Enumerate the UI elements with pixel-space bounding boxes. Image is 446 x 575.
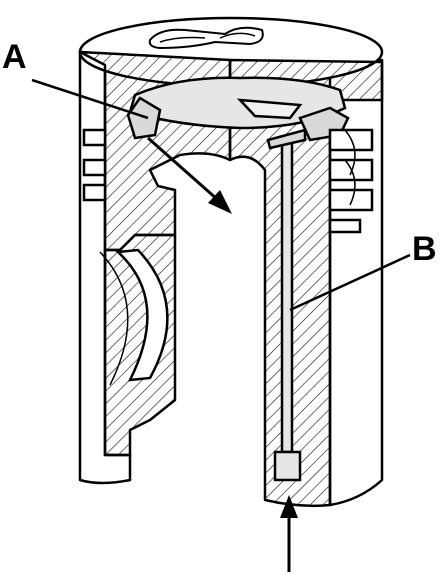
oil-outflow-arrow xyxy=(147,136,232,214)
callout-label-b: B xyxy=(412,230,437,268)
pin-bore xyxy=(99,248,169,386)
leader-line-a xyxy=(31,78,149,120)
oil-inflow-arrow xyxy=(280,495,298,572)
leader-line-b xyxy=(289,253,411,312)
ring-grooves-left xyxy=(82,128,107,202)
callout-label-a: A xyxy=(2,38,27,76)
oil-passage xyxy=(266,128,307,482)
cut-section-right xyxy=(228,58,384,508)
ring-grooves-right xyxy=(328,128,374,234)
